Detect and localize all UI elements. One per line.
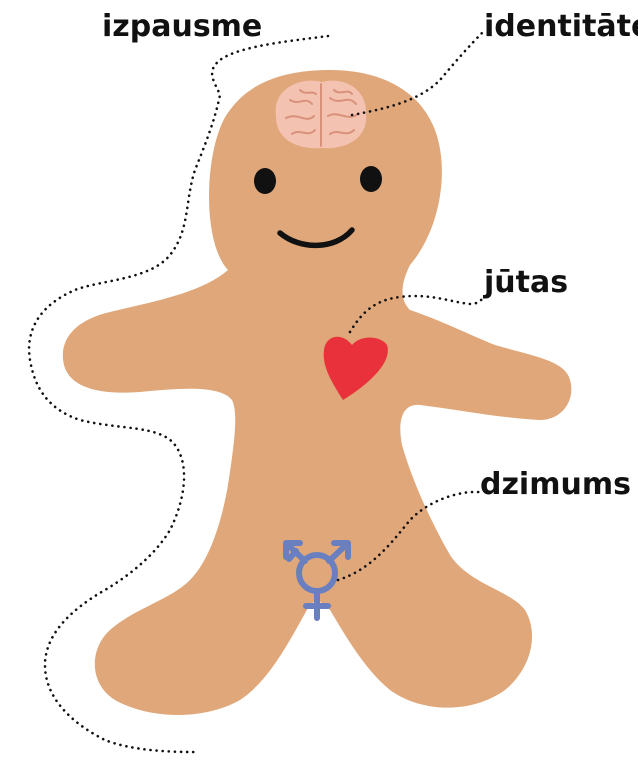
label-expression: izpausme — [102, 12, 262, 42]
right-eye — [360, 166, 382, 192]
label-identity: identitāte — [484, 12, 638, 42]
label-feelings: jūtas — [484, 268, 568, 298]
label-sex: dzimums — [480, 470, 631, 500]
left-eye — [254, 168, 276, 194]
